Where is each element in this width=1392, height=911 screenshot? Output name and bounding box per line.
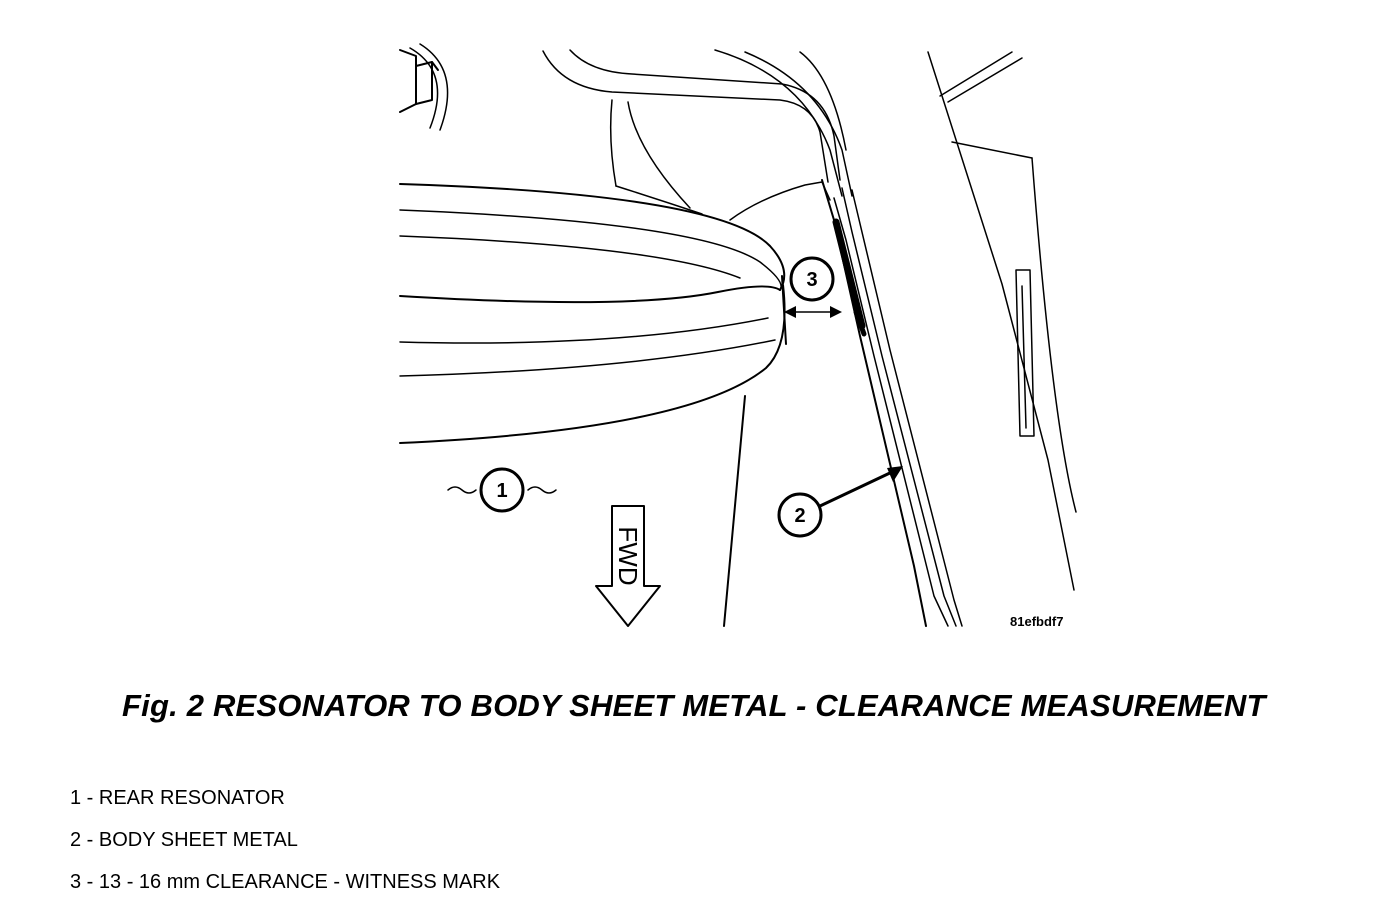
- callout-1-label: 1: [496, 480, 507, 502]
- callout-1: 1: [479, 467, 525, 513]
- callout-3-label: 3: [806, 269, 817, 291]
- hanger-bracket: [399, 43, 449, 131]
- body-sheet-metal: [821, 179, 963, 627]
- clearance-dimension: [784, 306, 842, 318]
- line-art: [399, 43, 1077, 627]
- side-panel: [927, 51, 1077, 591]
- figure-title: Fig. 2 RESONATOR TO BODY SHEET METAL - C…: [122, 688, 1266, 723]
- image-code: 81efbdf7: [1010, 614, 1063, 629]
- resonator-clearance-diagram: 1 2 3 FWD 81efbdf7: [399, 43, 1077, 629]
- legend-list: 1 - REAR RESONATOR 2 - BODY SHEET METAL …: [70, 785, 500, 911]
- callout-2-label: 2: [794, 505, 805, 527]
- fwd-label: FWD: [613, 526, 643, 585]
- legend-item-clearance: 3 - 13 - 16 mm CLEARANCE - WITNESS MARK: [70, 871, 501, 893]
- legend-item-body-sheet-metal: 2 - BODY SHEET METAL: [70, 829, 298, 851]
- callout-3: 3: [789, 256, 835, 302]
- upper-panel: [542, 49, 853, 221]
- legend-item-rear-resonator: 1 - REAR RESONATOR: [70, 787, 285, 809]
- rear-resonator: [399, 183, 787, 627]
- leader-arrow-2: [818, 466, 903, 508]
- callout-2: 2: [777, 492, 823, 538]
- leader-squiggle-1: [447, 486, 557, 494]
- fwd-arrow-outline: [595, 505, 661, 627]
